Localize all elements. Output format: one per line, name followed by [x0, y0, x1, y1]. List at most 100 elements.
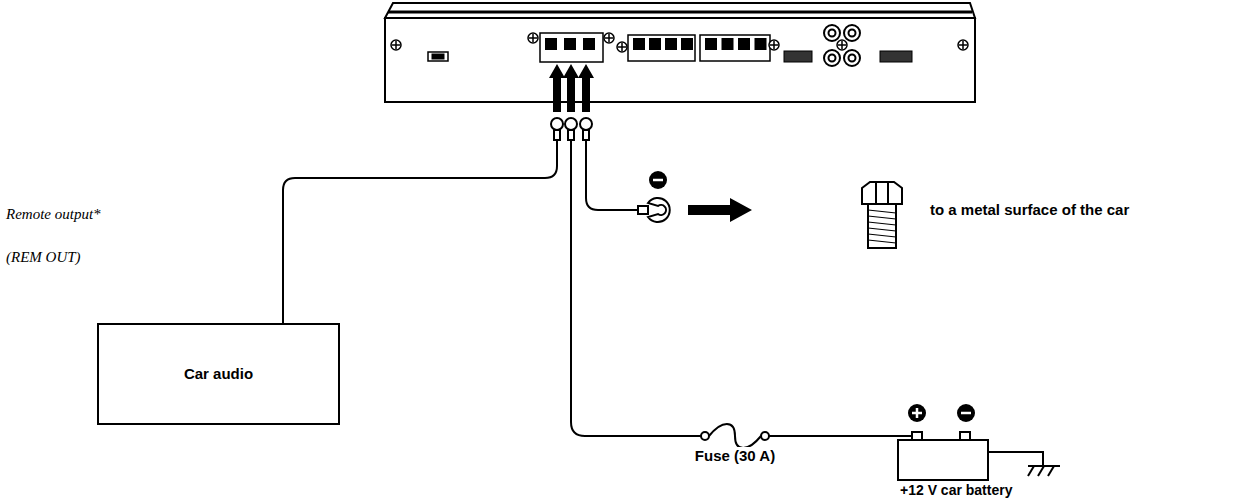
screw-head [837, 40, 847, 50]
rca-jack [824, 50, 840, 66]
bolt-thread [868, 234, 896, 237]
minus-circle [649, 171, 667, 189]
terminal-slot [665, 38, 677, 50]
speaker-terminal-block [700, 35, 770, 61]
screw-head [617, 42, 627, 52]
car-audio-box: Car audio [97, 323, 340, 425]
ground-tick [1028, 466, 1034, 476]
ring-terminal [580, 118, 592, 130]
battery-label: +12 V car battery [900, 482, 1012, 498]
ground-lug [638, 198, 670, 222]
ground-wire [586, 140, 640, 210]
screw-cross [959, 41, 967, 49]
screw-head [958, 40, 968, 50]
battery-body [898, 440, 988, 480]
terminal-slot [681, 38, 693, 50]
terminal-slot [705, 38, 717, 50]
bolt-head [862, 182, 902, 204]
bolt [862, 182, 902, 248]
screw-head [391, 40, 401, 50]
bolt-thread [868, 216, 896, 219]
bolt-threads [868, 210, 896, 243]
screw-cross [605, 34, 613, 42]
ring-terminal-neck [554, 130, 560, 140]
insert-arrow [549, 64, 565, 112]
signal-name: Remote output* [4, 205, 103, 223]
fuse-contact [761, 432, 769, 440]
panel-screw [958, 40, 968, 50]
ground-tick [1048, 466, 1054, 476]
bolt-thread [868, 222, 896, 225]
panel-screw [769, 40, 779, 50]
terminal-slot [545, 38, 557, 50]
fuse-symbol [701, 424, 769, 448]
screw-cross [392, 41, 400, 49]
battery-post [960, 432, 970, 440]
fuse-holder [428, 52, 448, 61]
terminal-slots [545, 38, 767, 50]
insert-arrows [549, 64, 594, 112]
amplifier [385, 3, 975, 102]
ground-symbol [1028, 466, 1060, 476]
power-wire [571, 140, 701, 436]
battery-ground-wire [988, 452, 1043, 466]
fuse-holder-inner [432, 54, 444, 59]
ring-terminal-neck [568, 130, 574, 140]
battery-post [912, 432, 922, 440]
power-terminal-block [540, 33, 603, 62]
control-block [880, 51, 912, 62]
rca-jack [844, 25, 860, 41]
bolt-thread [868, 228, 896, 231]
ring-terminal [551, 118, 563, 130]
panel-screw [604, 33, 614, 43]
rca-jack [849, 55, 856, 62]
bolt-shaft [868, 204, 896, 248]
rca-jack [829, 30, 836, 37]
bolt-thread [868, 210, 896, 213]
screw-head [528, 33, 538, 43]
amplifier-edge [388, 11, 972, 14]
terminal-slot [564, 38, 576, 50]
remote-wire [283, 140, 557, 323]
speaker-terminal-block [628, 35, 695, 61]
panel-screw [528, 33, 538, 43]
panel-screws [391, 33, 968, 52]
mounting-note: to a metal surface of the car [928, 201, 1131, 219]
screw-cross [529, 34, 537, 42]
panel-screw [837, 40, 847, 50]
rca-jacks [824, 25, 860, 66]
amplifier-panel [385, 18, 975, 102]
lug-neck [638, 206, 648, 214]
terminal-slot [583, 38, 595, 50]
minus-circle [957, 404, 975, 422]
bolt-head-edge [875, 183, 877, 204]
terminal-slot [738, 38, 750, 50]
fuse-element [709, 424, 761, 448]
ring-terminals [551, 118, 592, 140]
rca-jack [849, 30, 856, 37]
wires [283, 140, 1043, 466]
ring-terminal [565, 118, 577, 130]
terminal-slot [755, 38, 767, 50]
screw-head [769, 40, 779, 50]
car-battery: +12 V car battery [890, 395, 1090, 500]
rca-jack [844, 50, 860, 66]
insert-arrow [563, 64, 579, 112]
plus-sign [912, 408, 922, 418]
power-wire [769, 435, 912, 437]
box-label: Car audio [184, 365, 253, 383]
ring-terminal-neck [583, 130, 589, 140]
fuse-contact [701, 432, 709, 440]
bolt-head-edge [887, 183, 889, 204]
rca-jack [824, 25, 840, 41]
minus-sign [961, 412, 971, 415]
mounting-arrow [688, 198, 752, 222]
rca-jack [829, 55, 836, 62]
minus-bar [653, 179, 663, 182]
screw-cross [618, 43, 626, 51]
signal-name: (REM OUT) [4, 248, 83, 266]
screw-head [604, 33, 614, 43]
screw-cross [770, 41, 778, 49]
